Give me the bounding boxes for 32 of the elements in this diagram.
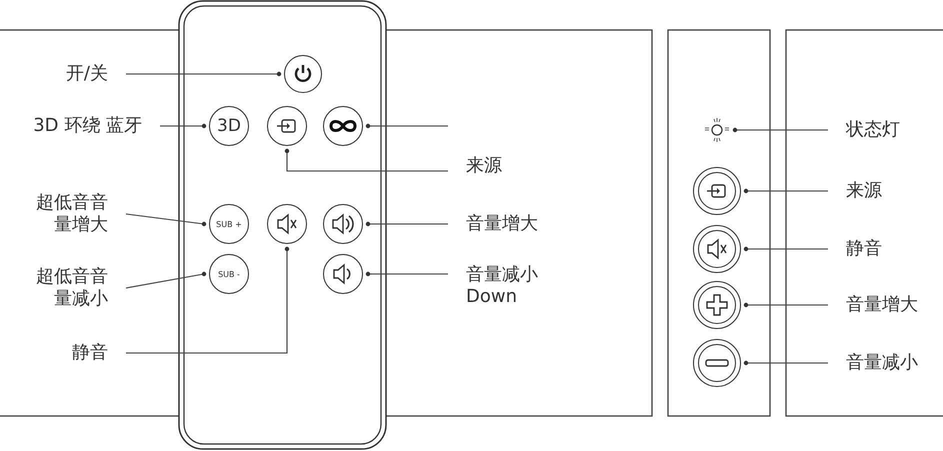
round-button [693, 339, 741, 387]
leader-line [366, 124, 448, 128]
callout-label: 超低音音量减小 [20, 265, 108, 311]
callout-label: 音量减小 [846, 351, 936, 375]
leader-line [744, 360, 828, 366]
leader-line [732, 128, 828, 132]
leader-line [284, 148, 448, 172]
leader-line [744, 302, 828, 308]
status-light-icon [704, 117, 730, 143]
callout-label: 状态灯 [846, 118, 926, 142]
callout-label: 静音 [40, 341, 108, 365]
round-button [693, 167, 741, 215]
callout-label: 来源 [846, 179, 906, 203]
callout-label: 3D 环绕 蓝牙 [14, 114, 142, 138]
leader-line [366, 222, 448, 226]
leader-line [126, 213, 206, 226]
callout-label: 音量减小 Down [466, 263, 556, 309]
round-button [693, 281, 741, 329]
callout-label: 开/关 [20, 62, 108, 86]
leader-line [126, 272, 206, 289]
callout-label: 来源 [466, 154, 526, 178]
leader-line [126, 246, 290, 354]
leader-line [366, 272, 448, 276]
callout-label: 超低音音量增大 [20, 191, 108, 237]
round-button [693, 225, 741, 273]
callout-label: 音量增大 [846, 293, 936, 317]
leader-line [126, 72, 282, 76]
leader-line [744, 188, 828, 194]
callout-label: 音量增大 [466, 212, 566, 236]
callout-label: 静音 [846, 237, 906, 261]
leader-line [744, 246, 828, 252]
leader-line [160, 124, 206, 128]
